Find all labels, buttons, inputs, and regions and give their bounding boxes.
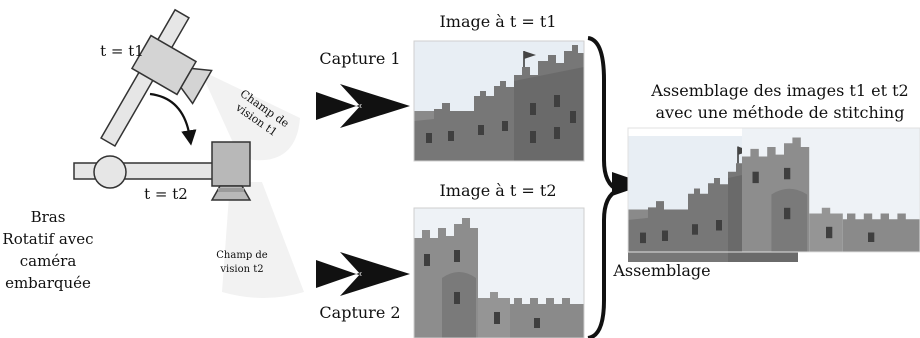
fov-t2-label-line1: Champ de: [216, 250, 268, 261]
fov-cone-t1: [200, 70, 300, 161]
assembly-title-line2: avec une méthode de stitching: [656, 103, 905, 122]
image2-title: Image à t = t2: [439, 181, 556, 200]
rotating-arm-group: t = t1 t = t2 Champ de vision t1 Champ d…: [2, 8, 304, 298]
capture1-arrow-icon: [316, 84, 410, 128]
camera-t1: [130, 34, 213, 105]
capture2-label: Capture 2: [319, 303, 400, 322]
arm-caption-line3: caméra: [20, 252, 77, 270]
arm-caption-line4: embarquée: [5, 274, 91, 292]
image-t2: [413, 207, 585, 338]
assembly-label: Assemblage: [612, 261, 710, 280]
arm-caption-line2: Rotatif avec: [2, 230, 93, 248]
arm-caption-line1: Bras: [31, 208, 66, 226]
camera-t2: [210, 141, 252, 201]
capture2-arrow-icon: [316, 252, 410, 296]
arm-diagonal: [100, 8, 190, 148]
image-t1: [413, 40, 585, 162]
assembly-title-line1: Assemblage des images t1 et t2: [650, 81, 908, 100]
fov-t2-label-line2: vision t2: [219, 264, 263, 275]
fov-cone-t2: [222, 182, 304, 298]
label-t1: t = t1: [100, 42, 144, 60]
arm-pivot: [93, 155, 127, 189]
rotation-arrow-icon: [149, 92, 197, 146]
capture1-label: Capture 1: [319, 49, 400, 68]
image1-title: Image à t = t1: [439, 12, 556, 31]
stitched-image: [627, 127, 920, 263]
label-t2: t = t2: [144, 185, 188, 203]
